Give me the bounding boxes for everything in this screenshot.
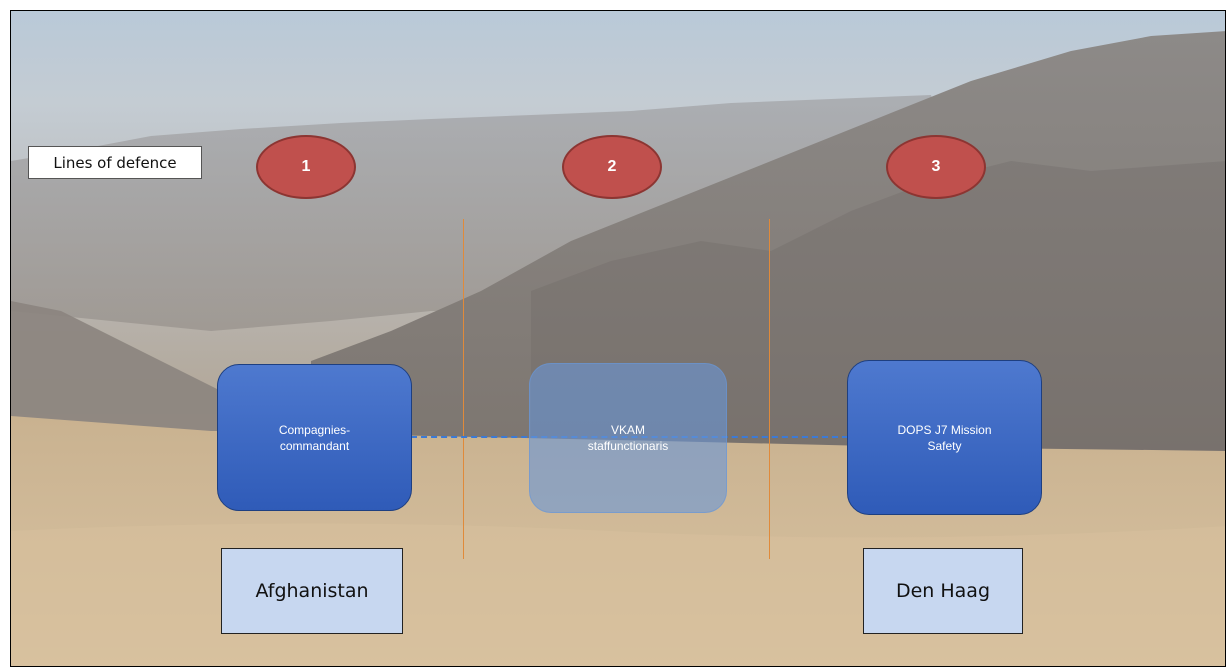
location-box-den-haag: Den Haag	[863, 548, 1023, 634]
large-mountain	[311, 31, 1225, 451]
location-box-afghanistan: Afghanistan	[221, 548, 403, 634]
role-box-dops-j7: DOPS J7 Mission Safety	[847, 360, 1042, 515]
role-box-company-commander: Compagnies- commandant	[217, 364, 412, 511]
divider-line-1	[463, 219, 464, 559]
defence-line-1-marker: 1	[256, 135, 356, 199]
defence-line-2-marker: 2	[562, 135, 662, 199]
role-label-vkam: VKAM staffunctionaris	[587, 423, 669, 453]
role-label-dops-j7: DOPS J7 Mission Safety	[897, 422, 992, 453]
defence-line-3-marker: 3	[886, 135, 986, 199]
left-foothill	[11, 301, 271, 431]
slide: Lines of defence 1 2 3 Compagnies- comma…	[10, 10, 1226, 667]
desert-texture	[11, 523, 1225, 666]
divider-line-2	[769, 219, 770, 559]
role-box-vkam: VKAM staffunctionaris	[529, 363, 727, 513]
role-label-company-commander: Compagnies- commandant	[278, 422, 351, 453]
lines-of-defence-label: Lines of defence	[28, 146, 202, 179]
mountain-background-image	[11, 31, 1225, 666]
